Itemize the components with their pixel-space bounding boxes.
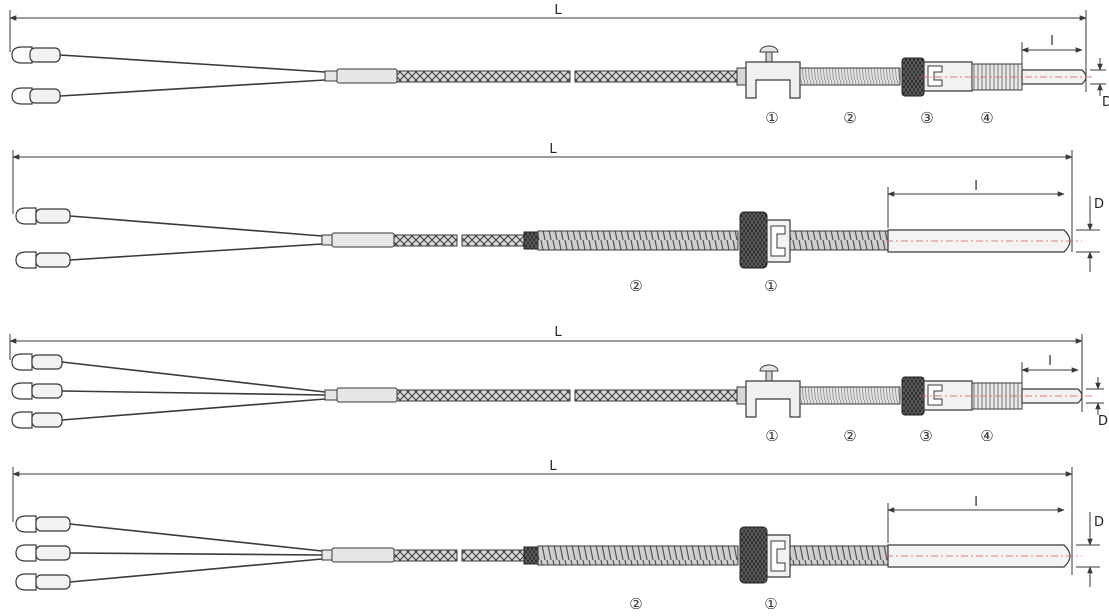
screw-icon (759, 45, 779, 63)
dim-label-l: l (974, 179, 978, 194)
spade-terminal-icon (11, 353, 63, 371)
callout-1: ① (765, 109, 778, 127)
spade-terminal-icon (11, 46, 61, 64)
spade-terminal-icon (15, 573, 71, 591)
callout-1: ① (765, 427, 778, 445)
dim-label-D: D (1094, 197, 1104, 212)
callout-2: ② (843, 109, 856, 127)
dim-label-L: L (554, 325, 562, 340)
dim-label-L: L (549, 459, 557, 474)
dim-label-D: D (1094, 515, 1104, 530)
dim-label-D: D (1098, 414, 1108, 429)
assembly-1: L (9, 3, 1109, 127)
callout-2: ② (629, 595, 642, 613)
spade-terminal-icon (11, 87, 61, 105)
spade-terminal-icon (15, 207, 71, 225)
assembly-3: L l (9, 325, 1108, 445)
spade-terminal-icon (11, 411, 63, 429)
dim-label-l: l (974, 495, 978, 510)
assembly-4: L l D ② (12, 459, 1104, 613)
spade-terminal-icon (15, 544, 71, 562)
callout-2: ② (843, 427, 856, 445)
callout-3: ③ (919, 427, 932, 445)
callout-1: ① (764, 277, 777, 295)
dim-label-l: l (1050, 34, 1054, 49)
spade-terminal-icon (11, 382, 63, 400)
screw-icon (759, 364, 779, 382)
dim-label-L: L (549, 142, 557, 157)
callout-2: ② (629, 277, 642, 295)
dim-label-l: l (1048, 354, 1052, 369)
callout-3: ③ (920, 109, 933, 127)
assembly-2: L l D ② ① (12, 142, 1104, 295)
callout-4: ④ (980, 427, 993, 445)
spade-terminal-icon (15, 515, 71, 533)
callout-4: ④ (980, 109, 993, 127)
dim-label-D: D (1102, 95, 1109, 110)
dim-label-L: L (554, 3, 562, 18)
spade-terminal-icon (15, 251, 71, 269)
callout-1: ① (764, 595, 777, 613)
